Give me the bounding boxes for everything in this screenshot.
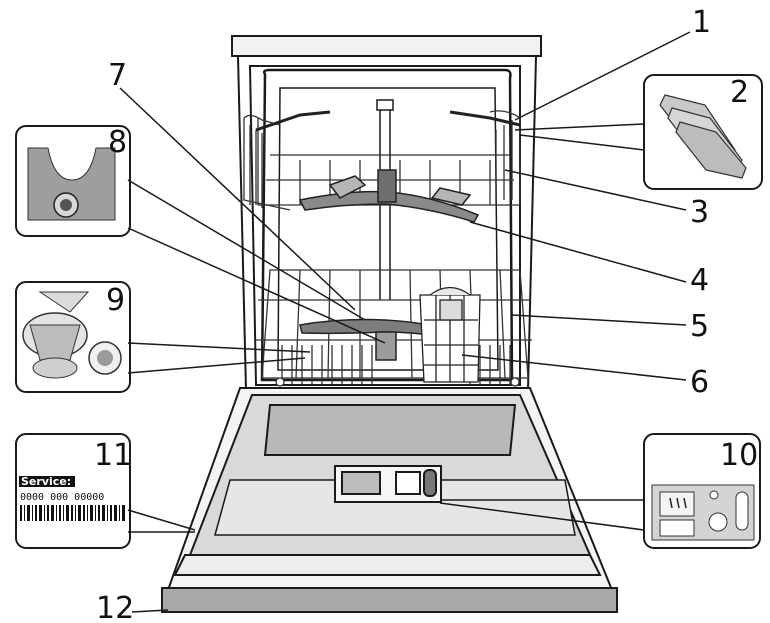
- callout-1: 1: [692, 5, 711, 40]
- inset-cup-rack: [643, 74, 763, 190]
- inset-filter-assembly: [15, 281, 131, 393]
- callout-4: 4: [690, 263, 709, 298]
- barcode: [20, 505, 125, 521]
- callout-12: 12: [96, 591, 134, 623]
- callout-3: 3: [690, 195, 709, 230]
- inset-service-label: Service: 0000 000 00000: [15, 433, 131, 549]
- service-label-code: 0000 000 00000: [20, 492, 104, 503]
- callout-5: 5: [690, 309, 709, 344]
- leader-lines: [119, 31, 691, 613]
- cutlery-basket: [419, 286, 481, 383]
- callout-9: 9: [106, 283, 125, 318]
- dishwasher-door: [161, 387, 618, 613]
- lower-spray-arm: [299, 318, 441, 361]
- callout-8: 8: [108, 125, 127, 160]
- service-label-title: Service:: [21, 475, 71, 488]
- callout-6: 6: [690, 365, 709, 400]
- callout-numbers: 1 2 3 4 5 6 7 8 9 10 11 12: [94, 5, 758, 623]
- inset-filter-plate: [15, 125, 131, 237]
- callout-2: 2: [730, 75, 749, 110]
- upper-spray-arm: [298, 169, 480, 223]
- callout-11: 11: [94, 438, 132, 473]
- callout-7: 7: [108, 58, 127, 93]
- callout-10: 10: [720, 438, 758, 473]
- inset-control-panel: [643, 433, 761, 549]
